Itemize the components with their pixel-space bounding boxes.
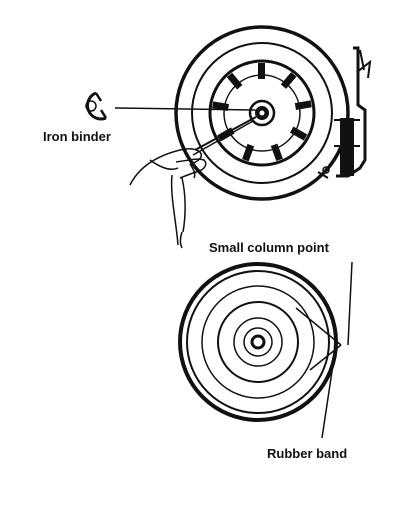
reel-bracket bbox=[317, 46, 372, 179]
reel-outer-rim bbox=[174, 25, 350, 201]
reel-hub-ring bbox=[208, 59, 316, 167]
bottom-reel-ring-5 bbox=[243, 327, 273, 357]
bottom-rubber-band-ring bbox=[186, 270, 330, 414]
small-column-point-label: Small column point bbox=[209, 240, 330, 255]
bottom-reel-ring-2 bbox=[201, 285, 315, 399]
hand-illustration bbox=[129, 147, 207, 249]
iron-binder-leader bbox=[114, 107, 257, 111]
bottom-reel-figure bbox=[178, 261, 353, 439]
rubber-band-label: Rubber band bbox=[267, 446, 347, 461]
bottom-reel-ring-3 bbox=[217, 301, 299, 383]
small-column-point-leaders bbox=[295, 261, 353, 371]
reel-slots bbox=[212, 63, 312, 162]
top-reel-figure bbox=[85, 25, 372, 249]
screwdriver bbox=[192, 116, 257, 156]
iron-binder-label: Iron binder bbox=[43, 129, 111, 144]
iron-binder-clip-icon bbox=[85, 91, 108, 121]
bottom-reel-outer bbox=[178, 262, 338, 422]
bottom-reel-ring-4 bbox=[233, 317, 283, 367]
bottom-reel-center bbox=[250, 334, 266, 350]
reel-inner-rim bbox=[191, 42, 333, 184]
rubber-band-leader bbox=[321, 357, 335, 439]
